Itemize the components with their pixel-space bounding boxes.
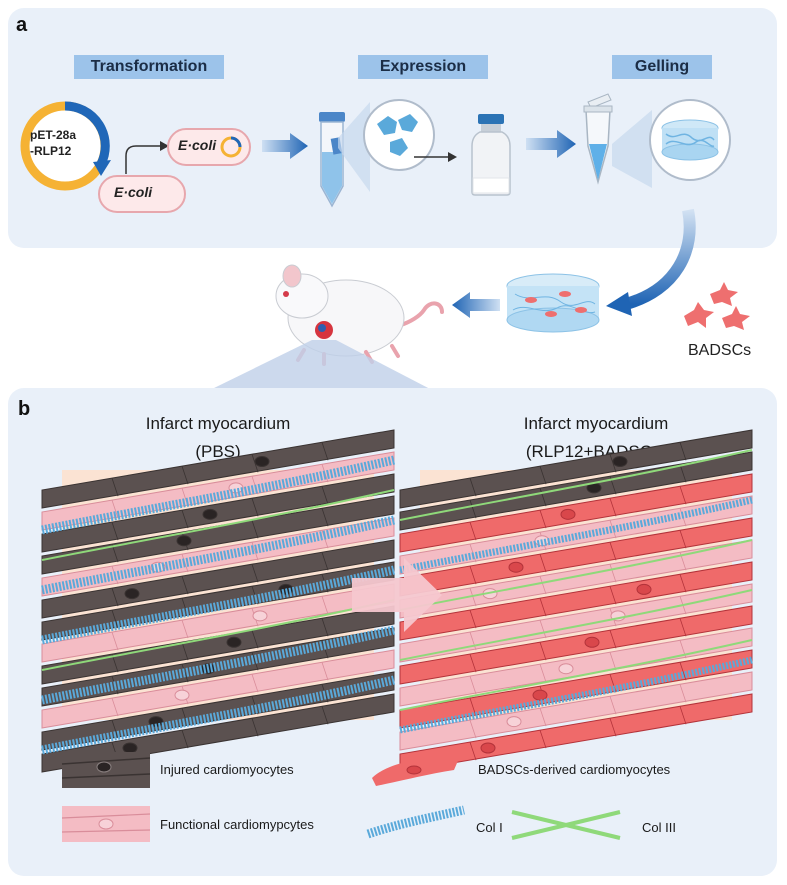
- culture-tube-icon: [319, 112, 345, 208]
- collagen-3-fiber: [399, 589, 753, 661]
- panel-b-label: b: [18, 398, 31, 420]
- legend-badscs-swatch: [372, 756, 460, 786]
- legend-col1-label: Col I: [476, 820, 503, 835]
- collagen-1-fiber: [399, 496, 753, 574]
- collagen-3-fiber: [399, 449, 753, 521]
- collagen-3-fiber: [399, 639, 753, 711]
- injured-fiber: [41, 539, 395, 619]
- gel-tube-icon: [583, 93, 613, 185]
- step-expression-label: Expression: [358, 55, 488, 79]
- injured-fiber: [41, 429, 395, 509]
- transformed-ecoli-icon: [167, 128, 251, 166]
- lyophilized-vial-icon: [471, 114, 511, 196]
- badscs-cells-icon: [684, 282, 750, 330]
- functional-fiber: [41, 649, 395, 729]
- badscs-label: BADSCs: [688, 342, 752, 359]
- functional-fiber: [399, 671, 753, 751]
- functional-fiber: [399, 627, 753, 707]
- collagen-1-fiber: [41, 625, 395, 705]
- left-title-line2: (PBS): [195, 442, 241, 461]
- treatment-arrow-icon: [352, 558, 442, 632]
- implant-arrow-icon: [452, 292, 500, 318]
- protein-zoom-icon: [363, 99, 435, 171]
- ecoli-label: E·coli: [114, 184, 153, 200]
- process-arrow-1-icon: [262, 133, 308, 159]
- functional-fiber: [41, 451, 395, 531]
- legend-injured-swatch: [61, 752, 151, 788]
- collagen-1-fiber: [41, 515, 395, 595]
- step-transformation-label: Transformation: [74, 55, 224, 79]
- plasmid-label-line2: -RLP12: [30, 144, 72, 158]
- step-gelling-label: Gelling: [612, 55, 712, 79]
- collagen-3-fiber: [399, 539, 753, 611]
- plasmid-label-line1: pET-28a: [30, 128, 77, 142]
- gel-zoom-lines: [612, 110, 652, 188]
- treated-tissue-illustration: [399, 429, 753, 773]
- badscs-fiber: [399, 605, 753, 685]
- small-arrow-icon: [414, 152, 457, 162]
- legend-col3-swatch: [511, 810, 621, 840]
- injured-fiber: [41, 473, 395, 553]
- left-title-line1: Infarct myocardium: [145, 414, 291, 433]
- collagen-1-fiber: [399, 656, 753, 734]
- legend-col3-label: Col III: [642, 820, 676, 835]
- injured-fiber: [41, 671, 395, 751]
- badscs-fiber: [399, 693, 753, 773]
- transformation-arrow-icon: [125, 141, 169, 174]
- legend-injured-label: Injured cardiomyocytes: [160, 762, 294, 777]
- process-arrow-2-icon: [526, 130, 576, 158]
- collagen-1-fiber: [41, 565, 395, 645]
- collagen-1-fiber: [41, 455, 395, 535]
- collagen-3-fiber: [41, 599, 395, 671]
- panel-a-label: a: [16, 14, 28, 36]
- injured-fiber: [41, 495, 395, 575]
- pbs-tissue-illustration: [41, 429, 395, 773]
- transformed-ecoli-label: E·coli: [178, 137, 217, 153]
- rat-icon: [275, 264, 444, 366]
- projection-wedge: [210, 340, 432, 390]
- badscs-fiber: [399, 561, 753, 641]
- legend-functional-label: Functional cardiomypcytes: [160, 817, 314, 832]
- zoom-lines: [338, 102, 370, 192]
- right-title-line1: Infarct myocardium: [523, 414, 669, 433]
- collagen-3-fiber: [41, 489, 395, 561]
- legend-functional-swatch: [61, 806, 151, 842]
- ecoli-cell-icon: [98, 175, 186, 213]
- badscs-fiber: [399, 473, 753, 553]
- legend-col1-swatch: [366, 805, 465, 839]
- curved-arrow-icon: [606, 208, 696, 316]
- legend-badscs-label: BADSCs-derived cardiomyocytes: [478, 762, 671, 777]
- injured-fiber: [399, 429, 753, 509]
- plasmid-icon: [20, 101, 111, 191]
- cell-laden-hydrogel-icon: [506, 273, 600, 333]
- collagen-1-fiber: [41, 675, 395, 755]
- hydrogel-zoom-icon: [649, 99, 731, 181]
